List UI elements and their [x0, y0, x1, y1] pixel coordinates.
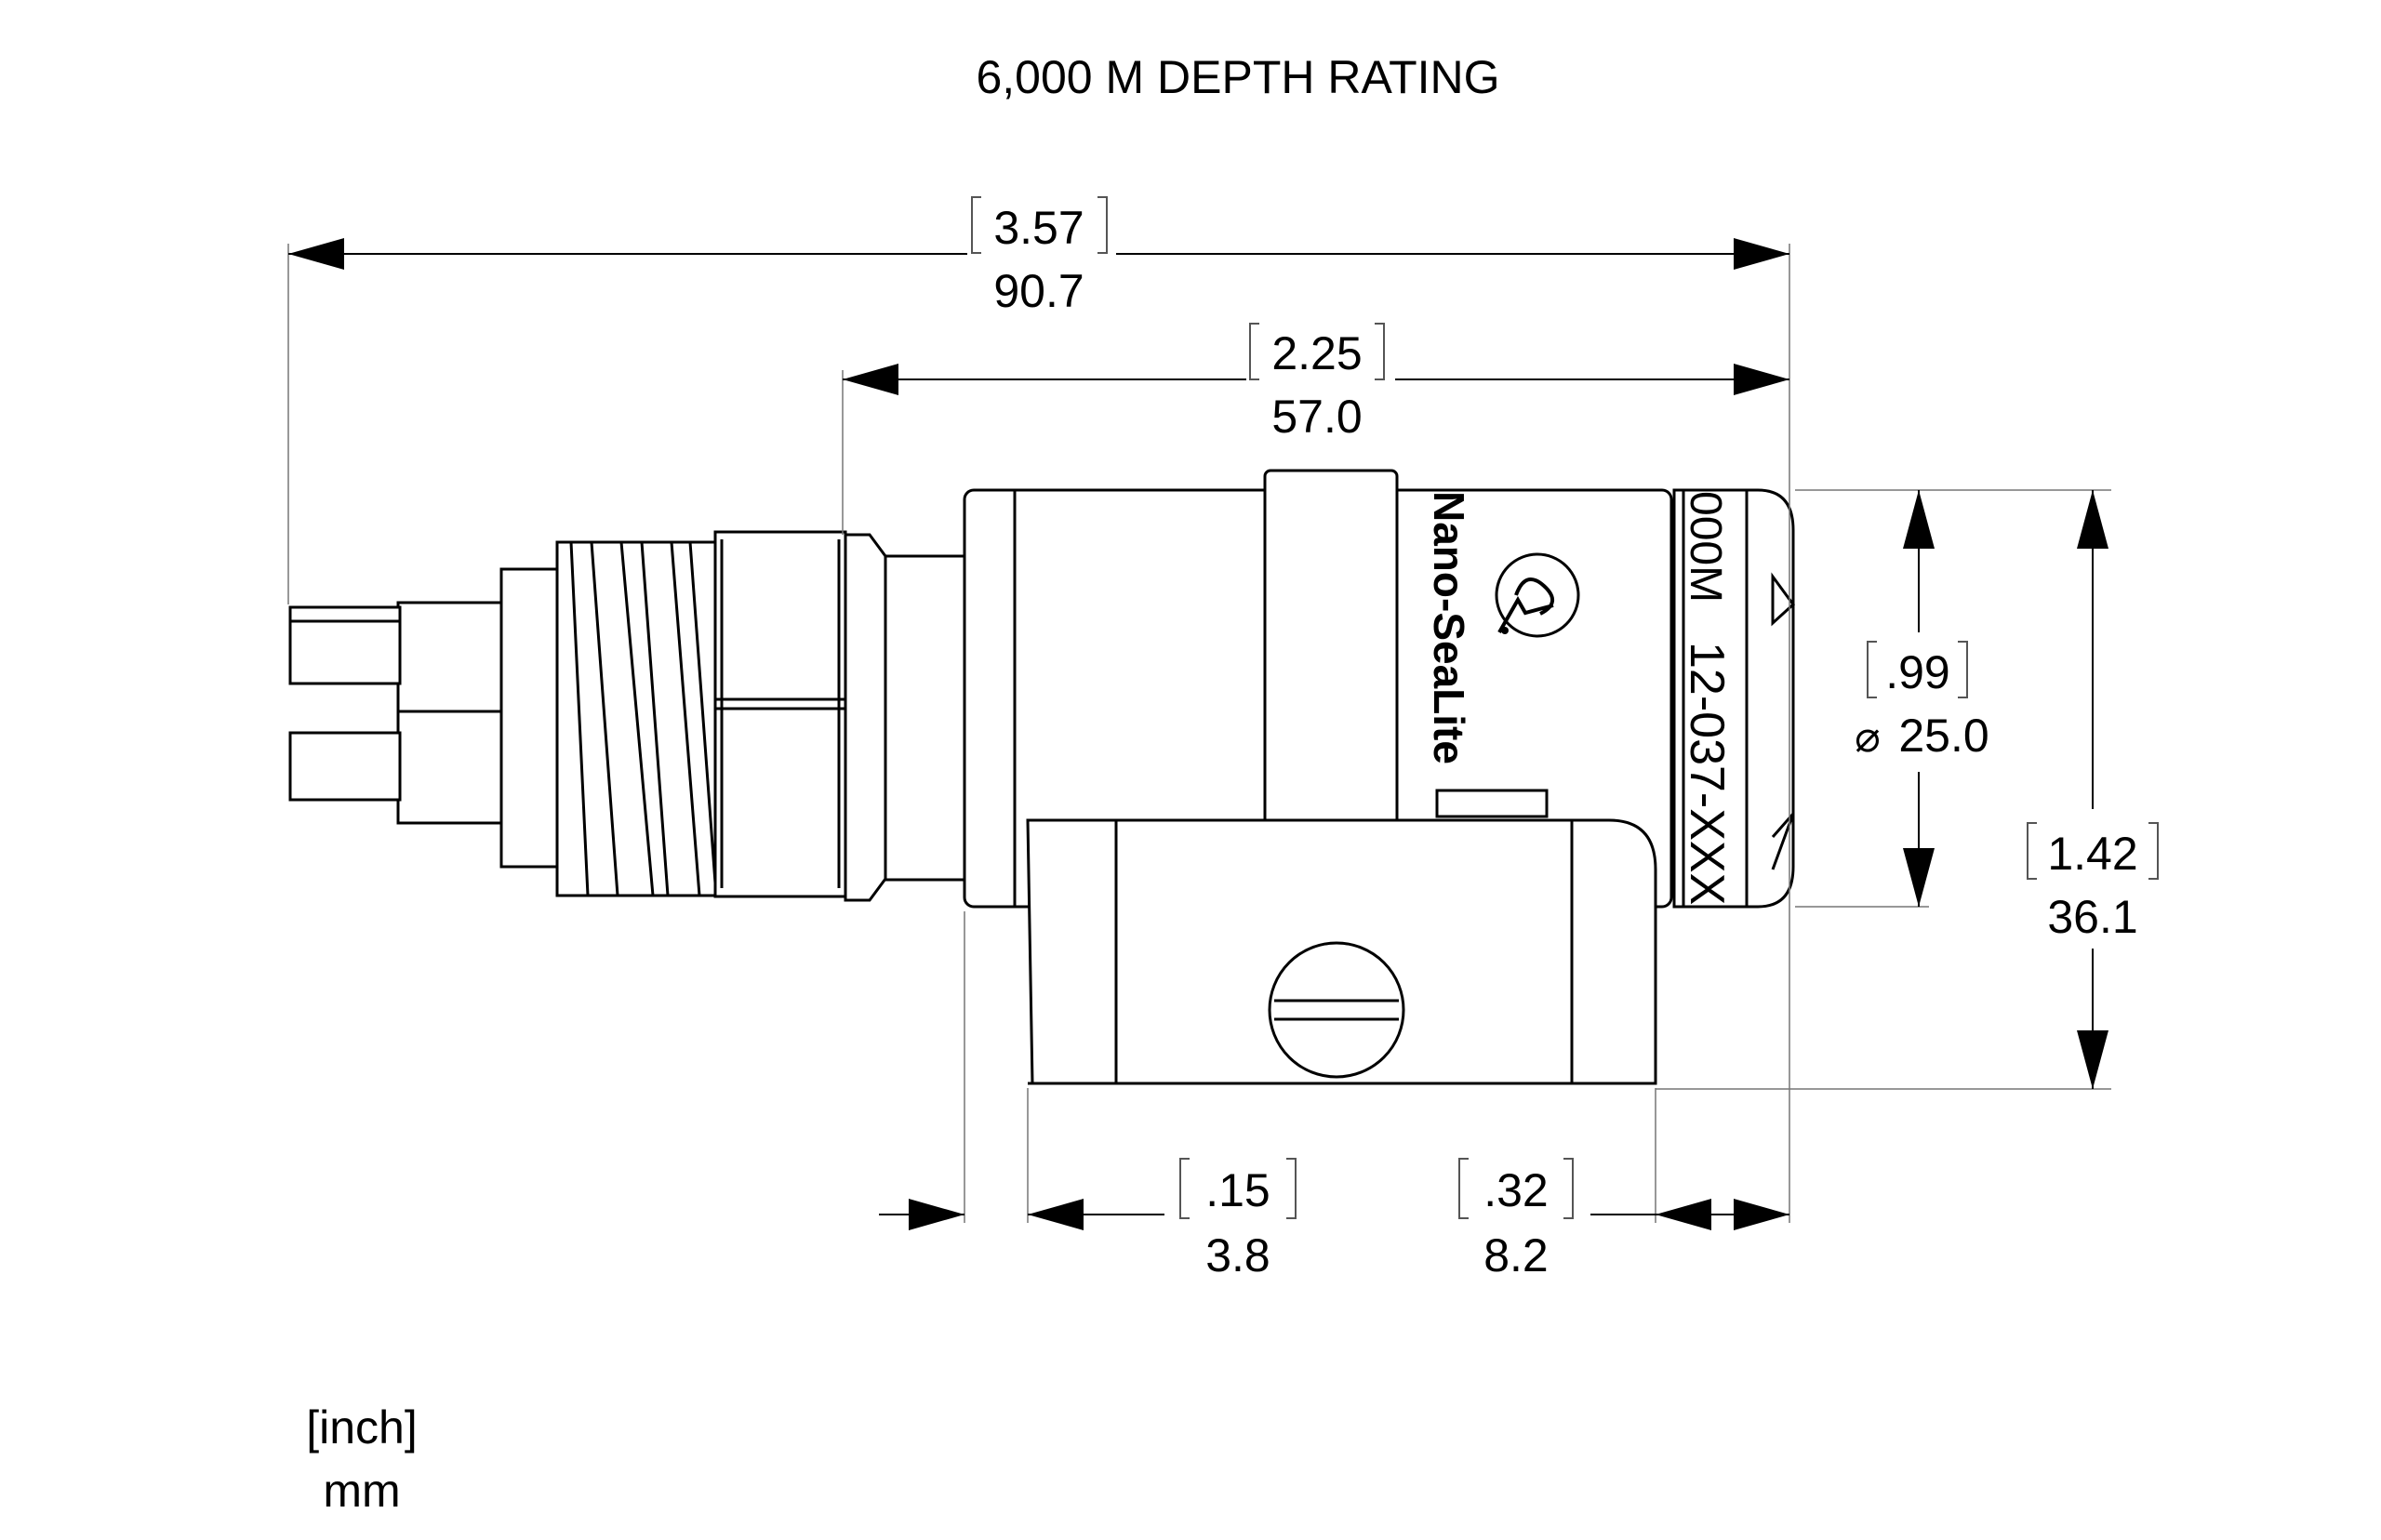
- brand-marking: Nano-SeaLite: [1425, 491, 1473, 764]
- dim-inch: 1.42: [2047, 828, 2137, 880]
- dim-inch: 2.25: [1271, 327, 1362, 379]
- collar: [844, 533, 887, 902]
- units-inch: [inch]: [306, 1401, 418, 1454]
- dimension-body-length: 2.25 57.0: [843, 323, 1789, 443]
- depth-marking: 000M: [1681, 491, 1730, 603]
- dim-inch: .15: [1205, 1164, 1270, 1216]
- hex-nut: [713, 530, 847, 898]
- brand-logo: [1495, 552, 1580, 638]
- dimension-overall-height: 1.42 36.1: [2027, 490, 2159, 1089]
- drawing-title: 6,000 M DEPTH RATING: [976, 51, 1499, 103]
- dimension-flange-offset: .15 3.8: [879, 1158, 1297, 1281]
- neck: [884, 554, 966, 882]
- dim-mm: 36.1: [2047, 891, 2137, 943]
- diameter-symbol: ⌀: [1855, 712, 1881, 761]
- end-cap: [1672, 488, 1795, 909]
- pin-block: [499, 567, 559, 869]
- dim-mm: 8.2: [1483, 1229, 1549, 1281]
- thread: [555, 540, 718, 897]
- dim-inch: .99: [1885, 646, 1950, 698]
- connector-part: Nano-SeaLite 000M 12-037-XXX: [288, 469, 1796, 1085]
- dim-mm: 90.7: [993, 265, 1084, 317]
- dimension-overall-length: 3.57 90.7: [288, 196, 1789, 317]
- dimension-diameter: .99 ⌀ 25.0: [1855, 490, 1989, 907]
- units-mm: mm: [323, 1465, 400, 1517]
- dim-mm: 3.8: [1205, 1229, 1270, 1281]
- part-number-marking: 12-037-XXX: [1680, 642, 1734, 905]
- slotted-screw: [1268, 941, 1405, 1079]
- dim-inch: 3.57: [993, 202, 1084, 254]
- dim-mm: 57.0: [1271, 391, 1362, 443]
- contact-pins: [288, 601, 503, 825]
- dimension-cap-length: .32 8.2: [1458, 1158, 1789, 1281]
- extension-lines: [287, 244, 2111, 1223]
- dim-mm: 25.0: [1898, 710, 1989, 762]
- units-legend: [inch] mm: [306, 1401, 418, 1517]
- dim-inch: .32: [1483, 1164, 1549, 1216]
- key-tab: [1435, 789, 1549, 818]
